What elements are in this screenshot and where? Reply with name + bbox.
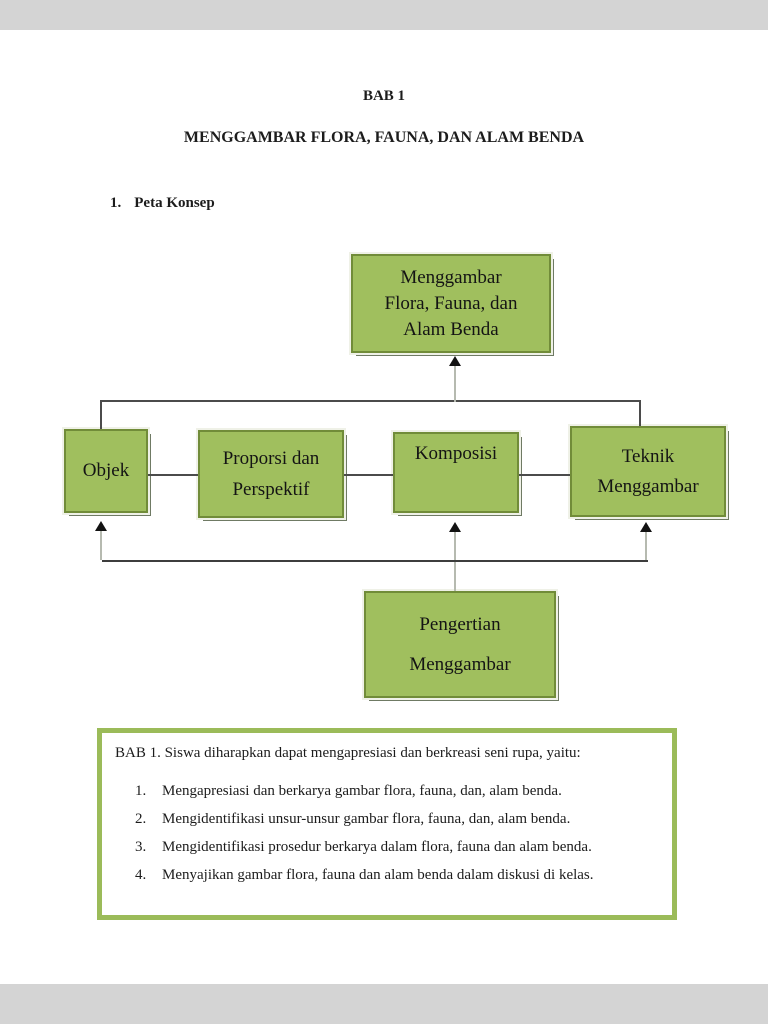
list-item: 3. Mengidentifikasi prosedur berkarya da… [135,839,672,856]
list-item-text: Menyajikan gambar flora, fauna dan alam … [162,867,594,883]
arrow-up-icon [640,522,652,532]
concept-box-objek-label: Objek [82,460,130,481]
connector-komposisi-teknik [519,474,570,476]
list-item: 4. Menyajikan gambar flora, fauna dan al… [135,867,672,884]
arrow-up-icon [449,522,461,532]
concept-box-pengertian: Pengertian Menggambar [362,589,558,700]
section-title: Peta Konsep [134,195,215,211]
connector-drop-left [100,400,102,429]
list-item-number: 4. [135,867,147,883]
page-title: MENGGAMBAR FLORA, FAUNA, DAN ALAM BENDA [183,129,585,146]
connector-stem-pengertian [454,562,456,591]
concept-box-main-line1: Menggambar [400,266,502,288]
objectives-callout-box: BAB 1. Siswa diharapkan dapat mengapresi… [97,728,677,920]
concept-box-pengertian-line1: Pengertian [419,613,501,635]
arrow-up-icon [449,356,461,366]
concept-box-komposisi: Komposisi [391,430,521,515]
letterbox-bottom [0,984,768,1024]
concept-box-objek: Objek [62,427,150,515]
connector-proporsi-komposisi [344,474,393,476]
letterbox-top [0,0,768,30]
list-item: 1. Mengapresiasi dan berkarya gambar flo… [135,783,672,800]
concept-box-pengertian-line2: Menggambar [409,653,511,675]
concept-box-teknik: Teknik Menggambar [568,424,728,519]
list-item-text: Mengidentifikasi unsur-unsur gambar flor… [162,811,571,827]
list-item-number: 1. [135,783,147,799]
concept-box-proporsi-line1: Proporsi dan [222,448,320,469]
connector-stem-objek [100,531,102,560]
connector-top-horizontal [100,400,641,402]
concept-box-teknik-line2: Menggambar [597,475,699,497]
list-item-number: 2. [135,811,147,827]
list-item-text: Mengidentifikasi prosedur berkarya dalam… [162,839,592,855]
concept-box-teknik-line1: Teknik [621,445,675,467]
chapter-title: BAB 1 [362,88,406,104]
connector-bottom-horizontal [102,560,648,562]
objectives-intro: BAB 1. Siswa diharapkan dapat mengapresi… [115,745,581,761]
concept-box-main: Menggambar Flora, Fauna, dan Alam Benda [349,252,553,355]
section-number: 1. [110,195,122,211]
list-item: 2. Mengidentifikasi unsur-unsur gambar f… [135,811,672,828]
connector-stem-main [454,366,456,402]
connector-stem-komposisi [454,532,456,560]
list-item-number: 3. [135,839,147,855]
connector-drop-right [639,400,641,426]
concept-box-proporsi-line2: Perspektif [232,479,310,500]
list-item-text: Mengapresiasi dan berkarya gambar flora,… [162,783,562,799]
concept-box-main-line2: Flora, Fauna, dan [384,292,518,314]
arrow-up-icon [95,521,107,531]
connector-objek-proporsi [148,474,198,476]
connector-stem-teknik [645,532,647,560]
concept-box-main-line3: Alam Benda [403,318,499,340]
concept-box-proporsi: Proporsi dan Perspektif [196,428,346,520]
concept-box-komposisi-label: Komposisi [414,443,498,464]
objectives-list: 1. Mengapresiasi dan berkarya gambar flo… [102,783,672,884]
section-heading: 1. Peta Konsep [110,195,215,212]
